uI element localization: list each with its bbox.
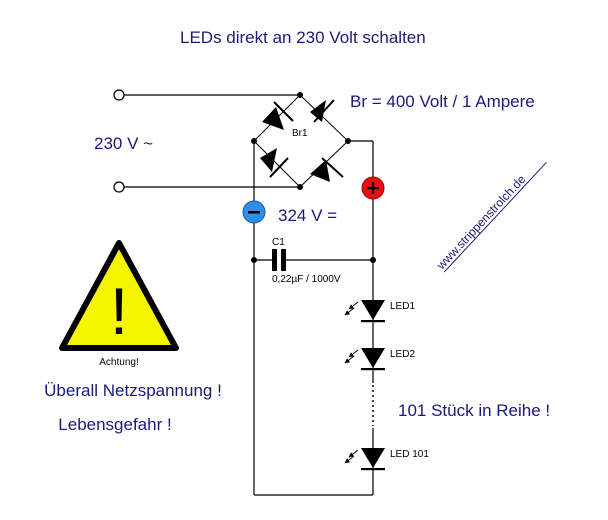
dc-voltage-label: 324 V = (278, 206, 337, 225)
led-triangle (361, 348, 385, 368)
led-count-note: 101 Stück in Reihe ! (398, 401, 550, 420)
bridge-spec: Br = 400 Volt / 1 Ampere (350, 92, 535, 111)
website-text: www.strippenstrolch.de (433, 172, 528, 273)
led-label: LED 101 (390, 449, 429, 460)
diode-d2 (310, 99, 335, 123)
plus-terminal (361, 176, 385, 200)
diagram-title: LEDs direkt an 230 Volt schalten (180, 28, 426, 47)
input-terminal-bottom (113, 181, 125, 193)
led-cathode-bar (361, 320, 385, 323)
website-watermark: www.strippenstrolch.de (433, 162, 547, 273)
led-2: LED2 (344, 348, 415, 371)
led-cathode-bar (361, 368, 385, 371)
warning-line-2: Lebensgefahr ! (58, 415, 171, 434)
led-3: LED 101 (344, 448, 429, 471)
light-emission-arrow-icon (344, 355, 355, 364)
led-triangle (361, 300, 385, 320)
led-triangle (361, 448, 385, 468)
capacitor-name: C1 (272, 237, 285, 248)
warning-caption: Achtung! (99, 357, 138, 368)
input-voltage-label: 230 V ~ (94, 134, 153, 153)
warning-line-1: Überall Netzspannung ! (44, 381, 222, 400)
dc-wiring (253, 140, 374, 496)
light-emission-arrow-icon (348, 301, 359, 310)
light-emission-arrow-icon (344, 307, 355, 316)
led-cathode-bar (361, 468, 385, 471)
led-label: LED2 (390, 349, 415, 360)
bridge-name: Br1 (292, 128, 308, 139)
light-emission-arrow-icon (344, 455, 355, 464)
minus-terminal (242, 200, 266, 224)
light-emission-arrow-icon (348, 349, 359, 358)
diode-d1 (262, 101, 294, 130)
capacitor-value: 0,22µF / 1000V (272, 274, 341, 285)
led-label: LED1 (390, 301, 415, 312)
input-terminal-top (113, 89, 125, 101)
capacitor-c1 (272, 249, 286, 271)
warning-exclamation: ! (110, 274, 128, 348)
bridge-rectifier (253, 94, 349, 188)
diode-d3 (260, 148, 289, 178)
warning-triangle (59, 240, 179, 351)
led-1: LED1 (344, 300, 415, 323)
ac-input (113, 89, 300, 193)
light-emission-arrow-icon (348, 449, 359, 458)
diode-d4 (310, 157, 344, 182)
warning-sign: ! (59, 240, 179, 351)
